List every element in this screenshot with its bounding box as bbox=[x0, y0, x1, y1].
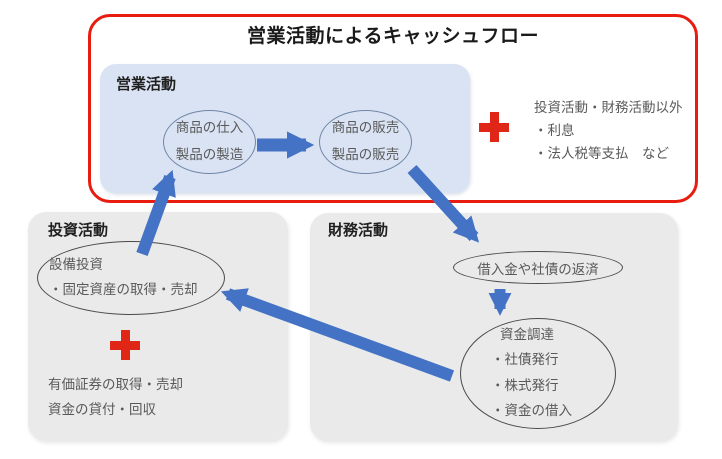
funding-line3: ・株式発行 bbox=[491, 377, 559, 394]
note-line1: 投資活動・財務活動以外 bbox=[534, 100, 683, 116]
funding-ellipse: 資金調達 ・社債発行 ・株式発行 ・資金の借入 bbox=[460, 318, 616, 429]
financing-label: 財務活動 bbox=[328, 221, 389, 239]
funding-line2: ・社債発行 bbox=[491, 352, 559, 368]
funding-line4: ・資金の借入 bbox=[491, 403, 572, 419]
repayment-ellipse: 借入金や社債の返済 bbox=[453, 251, 623, 284]
sales-ellipse: 商品の販売 製品の販売 bbox=[319, 110, 412, 174]
capex-ellipse: 設備投資 ・固定資産の取得・売却 bbox=[37, 241, 225, 315]
diagram-title: 営業活動によるキャッシュフロー bbox=[247, 25, 539, 47]
purchase-line2: 製品の製造 bbox=[175, 147, 244, 163]
operating-label: 営業活動 bbox=[116, 75, 177, 93]
investing-note-line1: 有価証券の取得・売却 bbox=[48, 377, 183, 393]
funding-line1: 資金調達 bbox=[500, 326, 554, 343]
investing-note-line2: 資金の貸付・回収 bbox=[48, 402, 156, 418]
note-line3: ・法人税等支払 など bbox=[534, 146, 669, 162]
sales-line2: 製品の販売 bbox=[331, 147, 400, 163]
operating-cashflow-frame bbox=[88, 14, 698, 203]
repayment-text: 借入金や社債の返済 bbox=[477, 261, 599, 278]
purchase-ellipse: 商品の仕入 製品の製造 bbox=[163, 110, 256, 174]
operating-plus-note: 投資活動・財務活動以外 ・利息 ・法人税等支払 など bbox=[534, 97, 683, 166]
investing-label: 投資活動 bbox=[48, 221, 109, 239]
plus-icon bbox=[479, 112, 509, 142]
sales-line1: 商品の販売 bbox=[331, 120, 400, 136]
plus-icon bbox=[110, 330, 140, 360]
purchase-line1: 商品の仕入 bbox=[175, 120, 244, 136]
investing-notes: 有価証券の取得・売却 資金の貸付・回収 bbox=[48, 373, 183, 423]
capex-line1: 設備投資 bbox=[49, 257, 103, 273]
capex-line2: ・固定資産の取得・売却 bbox=[49, 282, 198, 298]
note-line2: ・利息 bbox=[534, 123, 575, 139]
